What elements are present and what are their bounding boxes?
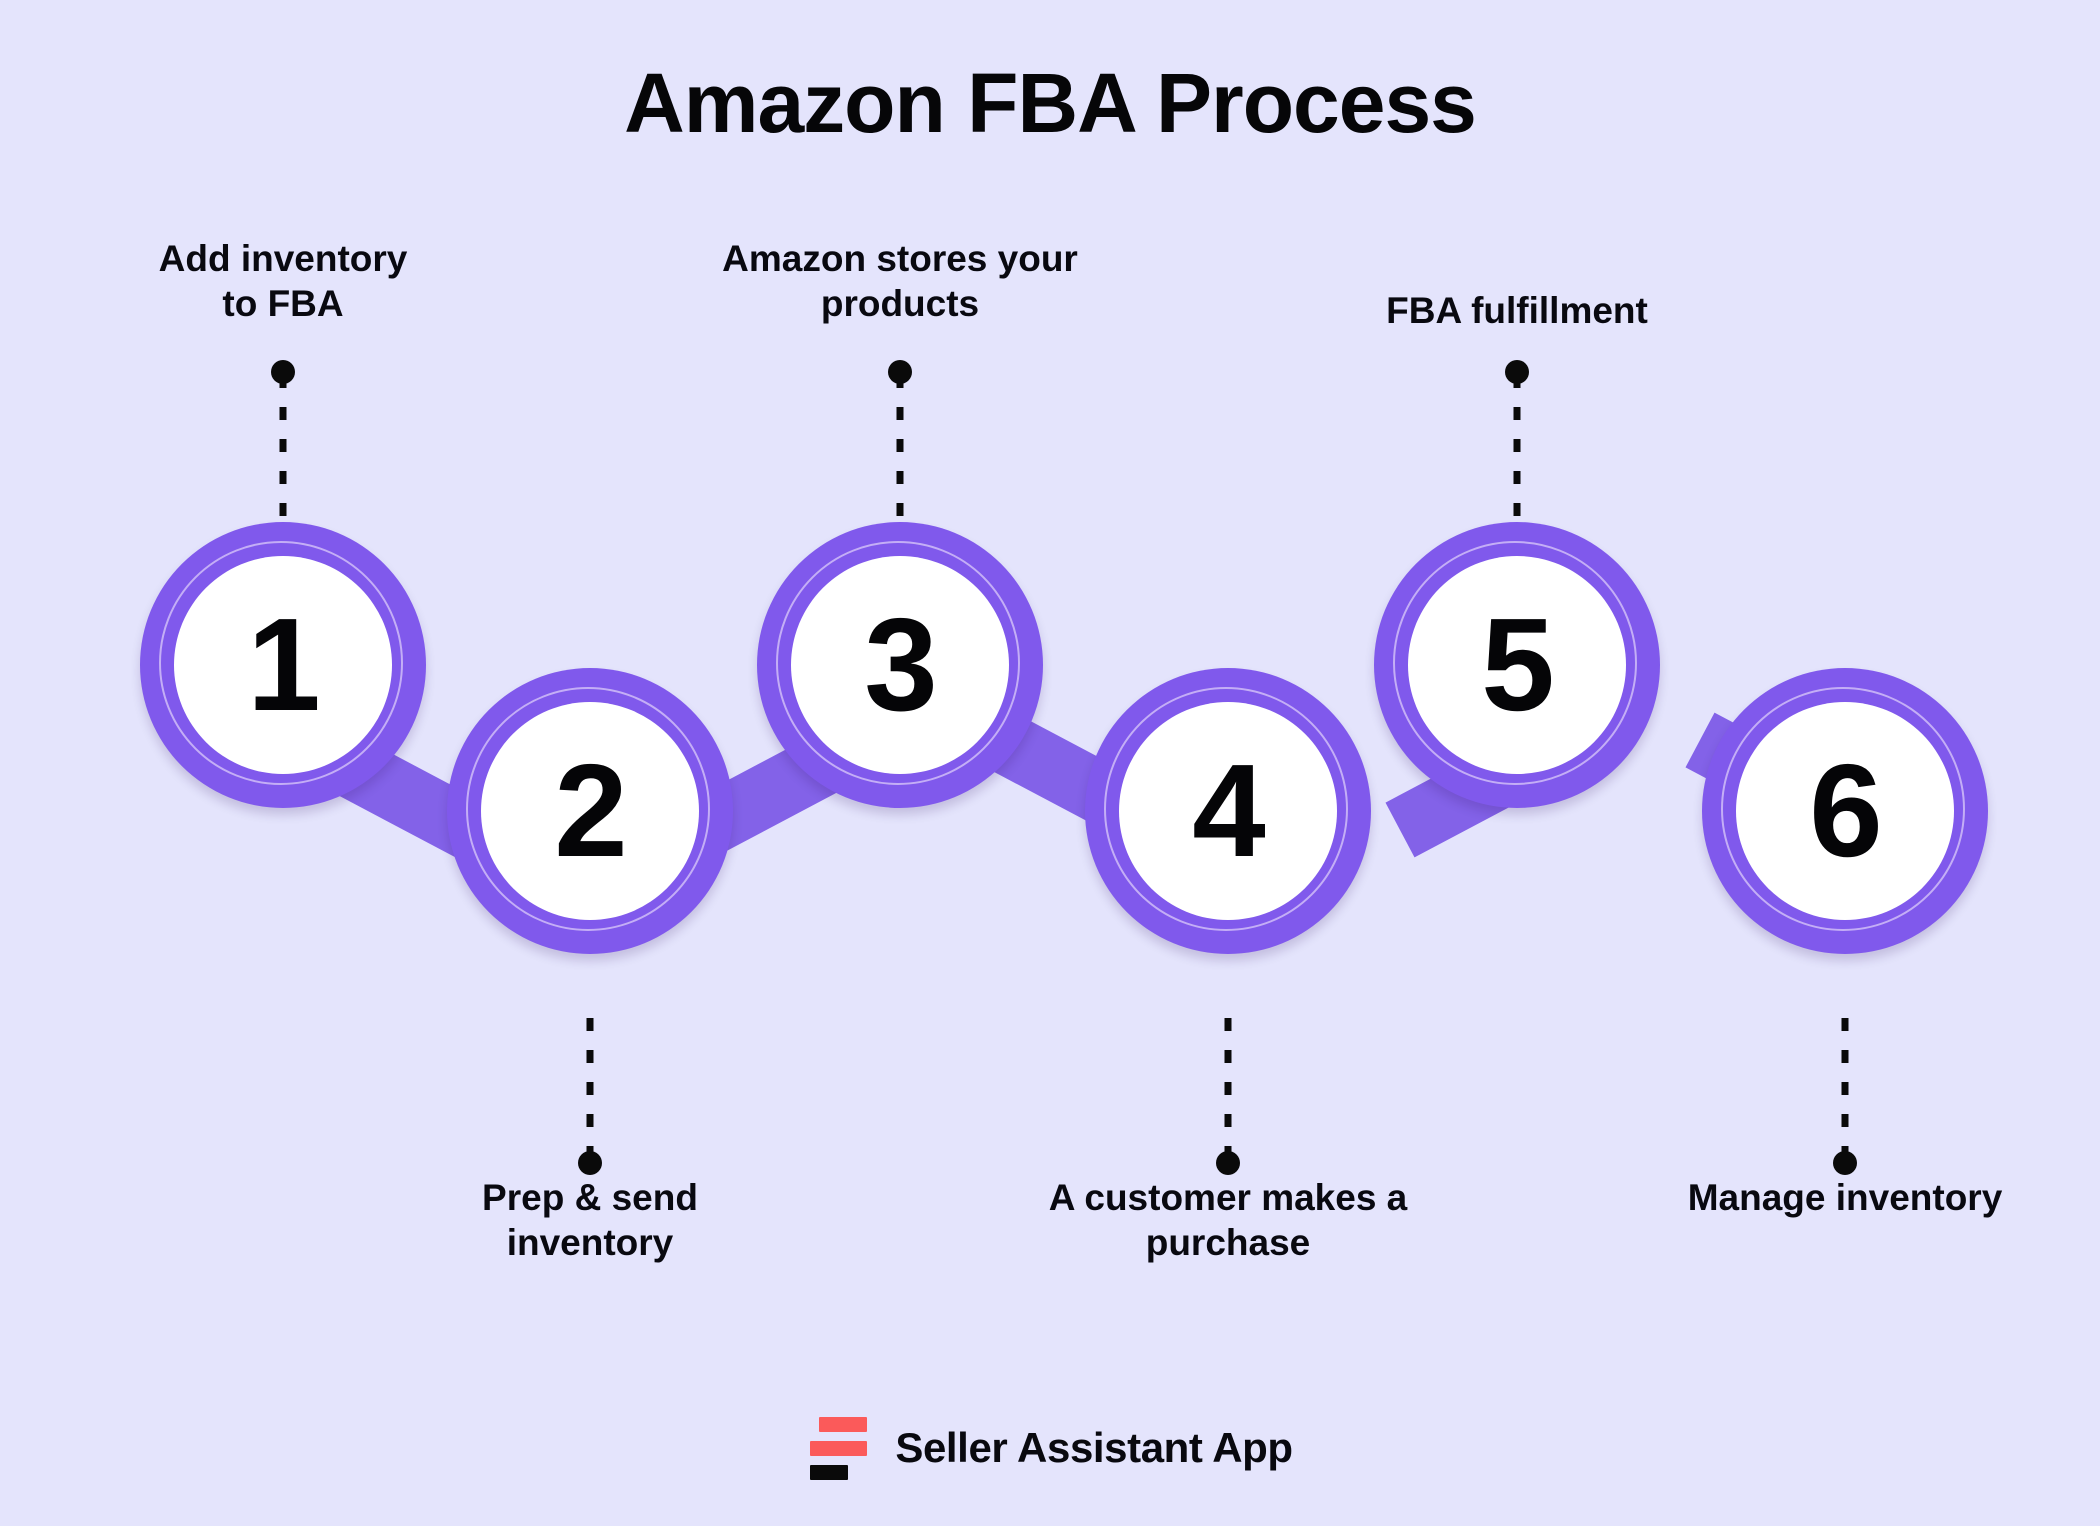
- step-number-3: 3: [864, 591, 937, 738]
- ring-decoration-1: [159, 541, 403, 785]
- ring-decoration-2: [466, 687, 710, 931]
- step-disc-3: 3: [791, 556, 1009, 774]
- step-number-1: 1: [247, 591, 320, 738]
- leader-dot-4: [1216, 1151, 1240, 1175]
- step-label-6: Manage inventory: [1687, 1177, 2003, 1218]
- step-number-4: 4: [1192, 737, 1265, 884]
- step-label-2: Prep & send inventory: [482, 1177, 698, 1264]
- process-step-1[interactable]: 1: [140, 522, 426, 808]
- process-step-5[interactable]: 5: [1374, 522, 1660, 808]
- step-disc-6: 6: [1736, 702, 1954, 920]
- logo-bar-bottom: [810, 1465, 849, 1480]
- page-title: Amazon FBA Process: [624, 56, 1477, 150]
- step-disc-2: 2: [481, 702, 699, 920]
- brand-name: Seller Assistant App: [895, 1424, 1293, 1471]
- ring-decoration-4: [1104, 687, 1348, 931]
- logo-bar-middle: [810, 1441, 868, 1456]
- leader-dot-1: [271, 360, 295, 384]
- seller-assistant-logo-icon: [807, 1415, 869, 1481]
- step-disc-5: 5: [1408, 556, 1626, 774]
- ring-decoration-6: [1721, 687, 1965, 931]
- step-label-4: A customer makes a purchase: [1048, 1177, 1408, 1264]
- step-number-6: 6: [1809, 737, 1882, 884]
- logo-bar-top: [819, 1417, 868, 1432]
- ring-decoration-5: [1393, 541, 1637, 785]
- brand-footer: Seller Assistant App: [0, 1415, 2100, 1481]
- process-step-4[interactable]: 4: [1085, 668, 1371, 954]
- process-step-2[interactable]: 2: [447, 668, 733, 954]
- process-step-6[interactable]: 6: [1702, 668, 1988, 954]
- step-number-5: 5: [1481, 591, 1554, 738]
- ring-decoration-3: [776, 541, 1020, 785]
- step-label-1: Add inventory to FBA: [158, 238, 408, 325]
- leader-dot-3: [888, 360, 912, 384]
- leader-dot-2: [578, 1151, 602, 1175]
- leader-dot-6: [1833, 1151, 1857, 1175]
- process-step-3[interactable]: 3: [757, 522, 1043, 808]
- step-number-2: 2: [554, 737, 627, 884]
- step-disc-4: 4: [1119, 702, 1337, 920]
- leader-dot-5: [1505, 360, 1529, 384]
- step-label-3: Amazon stores your products: [722, 238, 1078, 325]
- step-disc-1: 1: [174, 556, 392, 774]
- step-label-5: FBA fulfillment: [1386, 290, 1648, 331]
